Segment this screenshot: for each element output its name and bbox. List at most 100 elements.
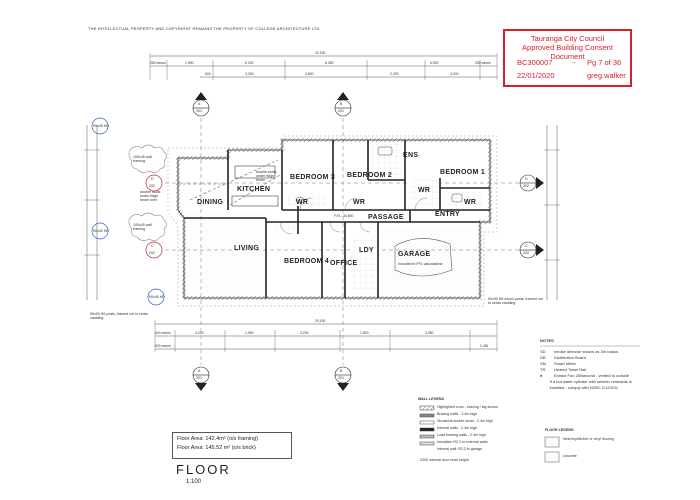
dim-top-row3-1: 3,200 (245, 72, 254, 76)
floor-area-framing: Floor Area: 142.4m² (o/s framing) (177, 436, 259, 442)
note-text: Heated Towel Rail (554, 367, 587, 372)
dim-bottom-1: 4,200 (195, 331, 204, 335)
wall-legend-item-1: Bracing walls - 2.4m high (437, 412, 478, 416)
bottom-right-note: 90x90 H5 eaves posts, framed out to ceda… (488, 297, 543, 305)
room-dining: DINING (197, 199, 224, 206)
wall-legend-heading: WALL LEGEND (418, 397, 445, 401)
section-a-bottom-letter: A (198, 369, 201, 373)
stamp-consent-number: BC300007 (517, 58, 553, 67)
note-symbol: ● (540, 373, 543, 378)
section-c-left-sheet: 202 (149, 251, 155, 255)
notes-list: SD smoke detector shown as 3m radius DB Di… (540, 349, 635, 391)
dim-top-1: 1,950 (185, 61, 194, 65)
note-text: smoke detector shown as 3m radius (554, 349, 619, 354)
wall-legend-item-5: Insulation R2.2 to external walls (437, 440, 488, 444)
room-bedroom-4: BEDROOM 4 (284, 258, 330, 265)
dim-bottom-0: 600 eaves (155, 331, 171, 335)
dim-bottom-5: 3,350 (425, 331, 434, 335)
note-symbol: TR (540, 367, 546, 372)
room-ensuite: ENS (403, 152, 419, 159)
room-laundry: LDY (359, 247, 374, 254)
dim-top-eaves-left: 250 eaves (150, 61, 166, 65)
drawing-scale: 1:100 (186, 479, 202, 485)
floor-level: F.F.L. 34.800 (334, 214, 354, 218)
section-a-bottom-sheet: 201 (196, 376, 202, 380)
note-text: Smart Meter (554, 361, 577, 366)
note-item: If a hot water cylinder with seismic res… (540, 379, 635, 391)
dim-top-2: 5,200 (245, 61, 254, 65)
section-b-top-sheet: 201 (338, 109, 344, 113)
dim-bottom-3: 3,200 (300, 331, 309, 335)
section-a-top-letter: A (198, 102, 201, 106)
tag-rb3: 90x45 HD (149, 295, 165, 299)
wall-legend-item-3: Internal walls - 2.4m high (437, 426, 477, 430)
stamp-user: greg.walker (587, 71, 626, 80)
room-wardrobe-2: WR (353, 199, 366, 206)
floor-legend-heading: FLOOR LEGEND (545, 428, 574, 432)
room-entry: ENTRY (435, 211, 460, 218)
stamp-document-type: Approved Building Consent Document (522, 43, 613, 61)
note-text: Distribution Board (554, 355, 586, 360)
section-b-top-letter: B (340, 102, 343, 106)
dim-overall-bottom: 20,150 (315, 319, 326, 323)
bottom-left-note: 90x90 H5 posts, framed out to cedar clad… (90, 312, 149, 320)
room-wardrobe-3: WR (418, 187, 431, 194)
wall-legend-item-0: Highlighted zone - bracing / lag shown (437, 405, 498, 409)
note-text: If a hot water cylinder with seismic res… (549, 379, 632, 390)
stamp-page: Pg 7 of 36 (587, 58, 622, 67)
floor-area-box: Floor Area: 142.4m² (o/s framing) Floor … (172, 432, 292, 459)
room-passage: PASSAGE (368, 214, 404, 221)
room-living: LIVING (234, 245, 260, 252)
room-wardrobe-4: WR (464, 199, 477, 206)
annotation-ext-wall-1: 100x45 wall framing (133, 155, 152, 163)
tag-rb2: 90x45 HD (93, 229, 109, 233)
note-symbol: SD (540, 349, 546, 354)
dim-top-eaves-right: 250 eaves (475, 61, 491, 65)
section-c-right-letter: C (525, 244, 528, 248)
dim-top-row3-3: 2,200 (390, 72, 399, 76)
wall-legend-item-6: Internal wall: R2.2 to garage (437, 447, 482, 451)
section-a-top-sheet: 201 (196, 109, 202, 113)
dim-top-row3-0: 600 (205, 72, 211, 76)
note-symbol: SM (540, 361, 546, 366)
dim-bottom-2: 1,900 (245, 331, 254, 335)
section-d-right-sheet: 202 (523, 184, 529, 188)
garage-note: Included in FFL calculations (398, 262, 443, 266)
room-garage: GARAGE (398, 251, 431, 258)
section-d-right-letter: D (525, 177, 528, 181)
dim-top-row3-2: 3,800 (305, 72, 314, 76)
section-d-left-sheet: 202 (149, 184, 155, 188)
stamp-dash: - (573, 58, 576, 67)
room-wardrobe-1: WR (296, 199, 309, 206)
note-item: TR Heated Towel Rail (540, 367, 635, 373)
dim-top-row3-4: 3,000 (450, 72, 459, 76)
note-item: DB Distribution Board (540, 355, 635, 361)
floor-area-brick: Floor Area: 145.52 m² (o/s brick) (177, 445, 256, 451)
council-approval-stamp: Tauranga City Council Approved Building … (503, 29, 632, 87)
section-c-right-sheet: 202 (523, 251, 529, 255)
note-symbol: DB (540, 355, 546, 360)
room-office: OFFICE (330, 260, 358, 267)
section-b-bottom-letter: B (340, 369, 343, 373)
wall-legend-item-2: Structural double studs - 2.4m high (437, 419, 493, 423)
drawing-title: FLOOR (176, 462, 231, 477)
dim-bottom-4: 1,800 (360, 331, 369, 335)
section-d-left-letter: D (151, 177, 154, 181)
section-b-bottom-sheet: 201 (338, 376, 344, 380)
notes-heading: NOTES (540, 338, 554, 343)
note-item: ● Extract Fan 25l/second - vented to outs… (540, 373, 635, 379)
room-bedroom-2: BEDROOM 2 (347, 172, 393, 179)
note-item: SM Smart Meter (540, 361, 635, 367)
dim-bottom-7: 600 eaves (155, 344, 171, 348)
dim-bottom-6: 2,481 (480, 344, 489, 348)
dim-top-4: 6,520 (430, 61, 439, 65)
note-text: Extract Fan 25l/second - vented to outsi… (554, 373, 629, 378)
room-kitchen: KITCHEN (237, 186, 271, 193)
room-bedroom-3: BEDROOM 3 (290, 174, 336, 181)
floor-legend-item-0: tiles/vinyl/timber or vinyl flooring (563, 437, 614, 441)
annotation-ext-wall-2: 100x45 wall framing (133, 223, 152, 231)
copyright-notice: THE INTELLECTUAL PROPERTY AND COPYRIGHT … (88, 26, 320, 31)
stamp-council-name: Tauranga City Council (530, 34, 605, 43)
kitchen-note: double studs under ridge beam (256, 170, 277, 182)
